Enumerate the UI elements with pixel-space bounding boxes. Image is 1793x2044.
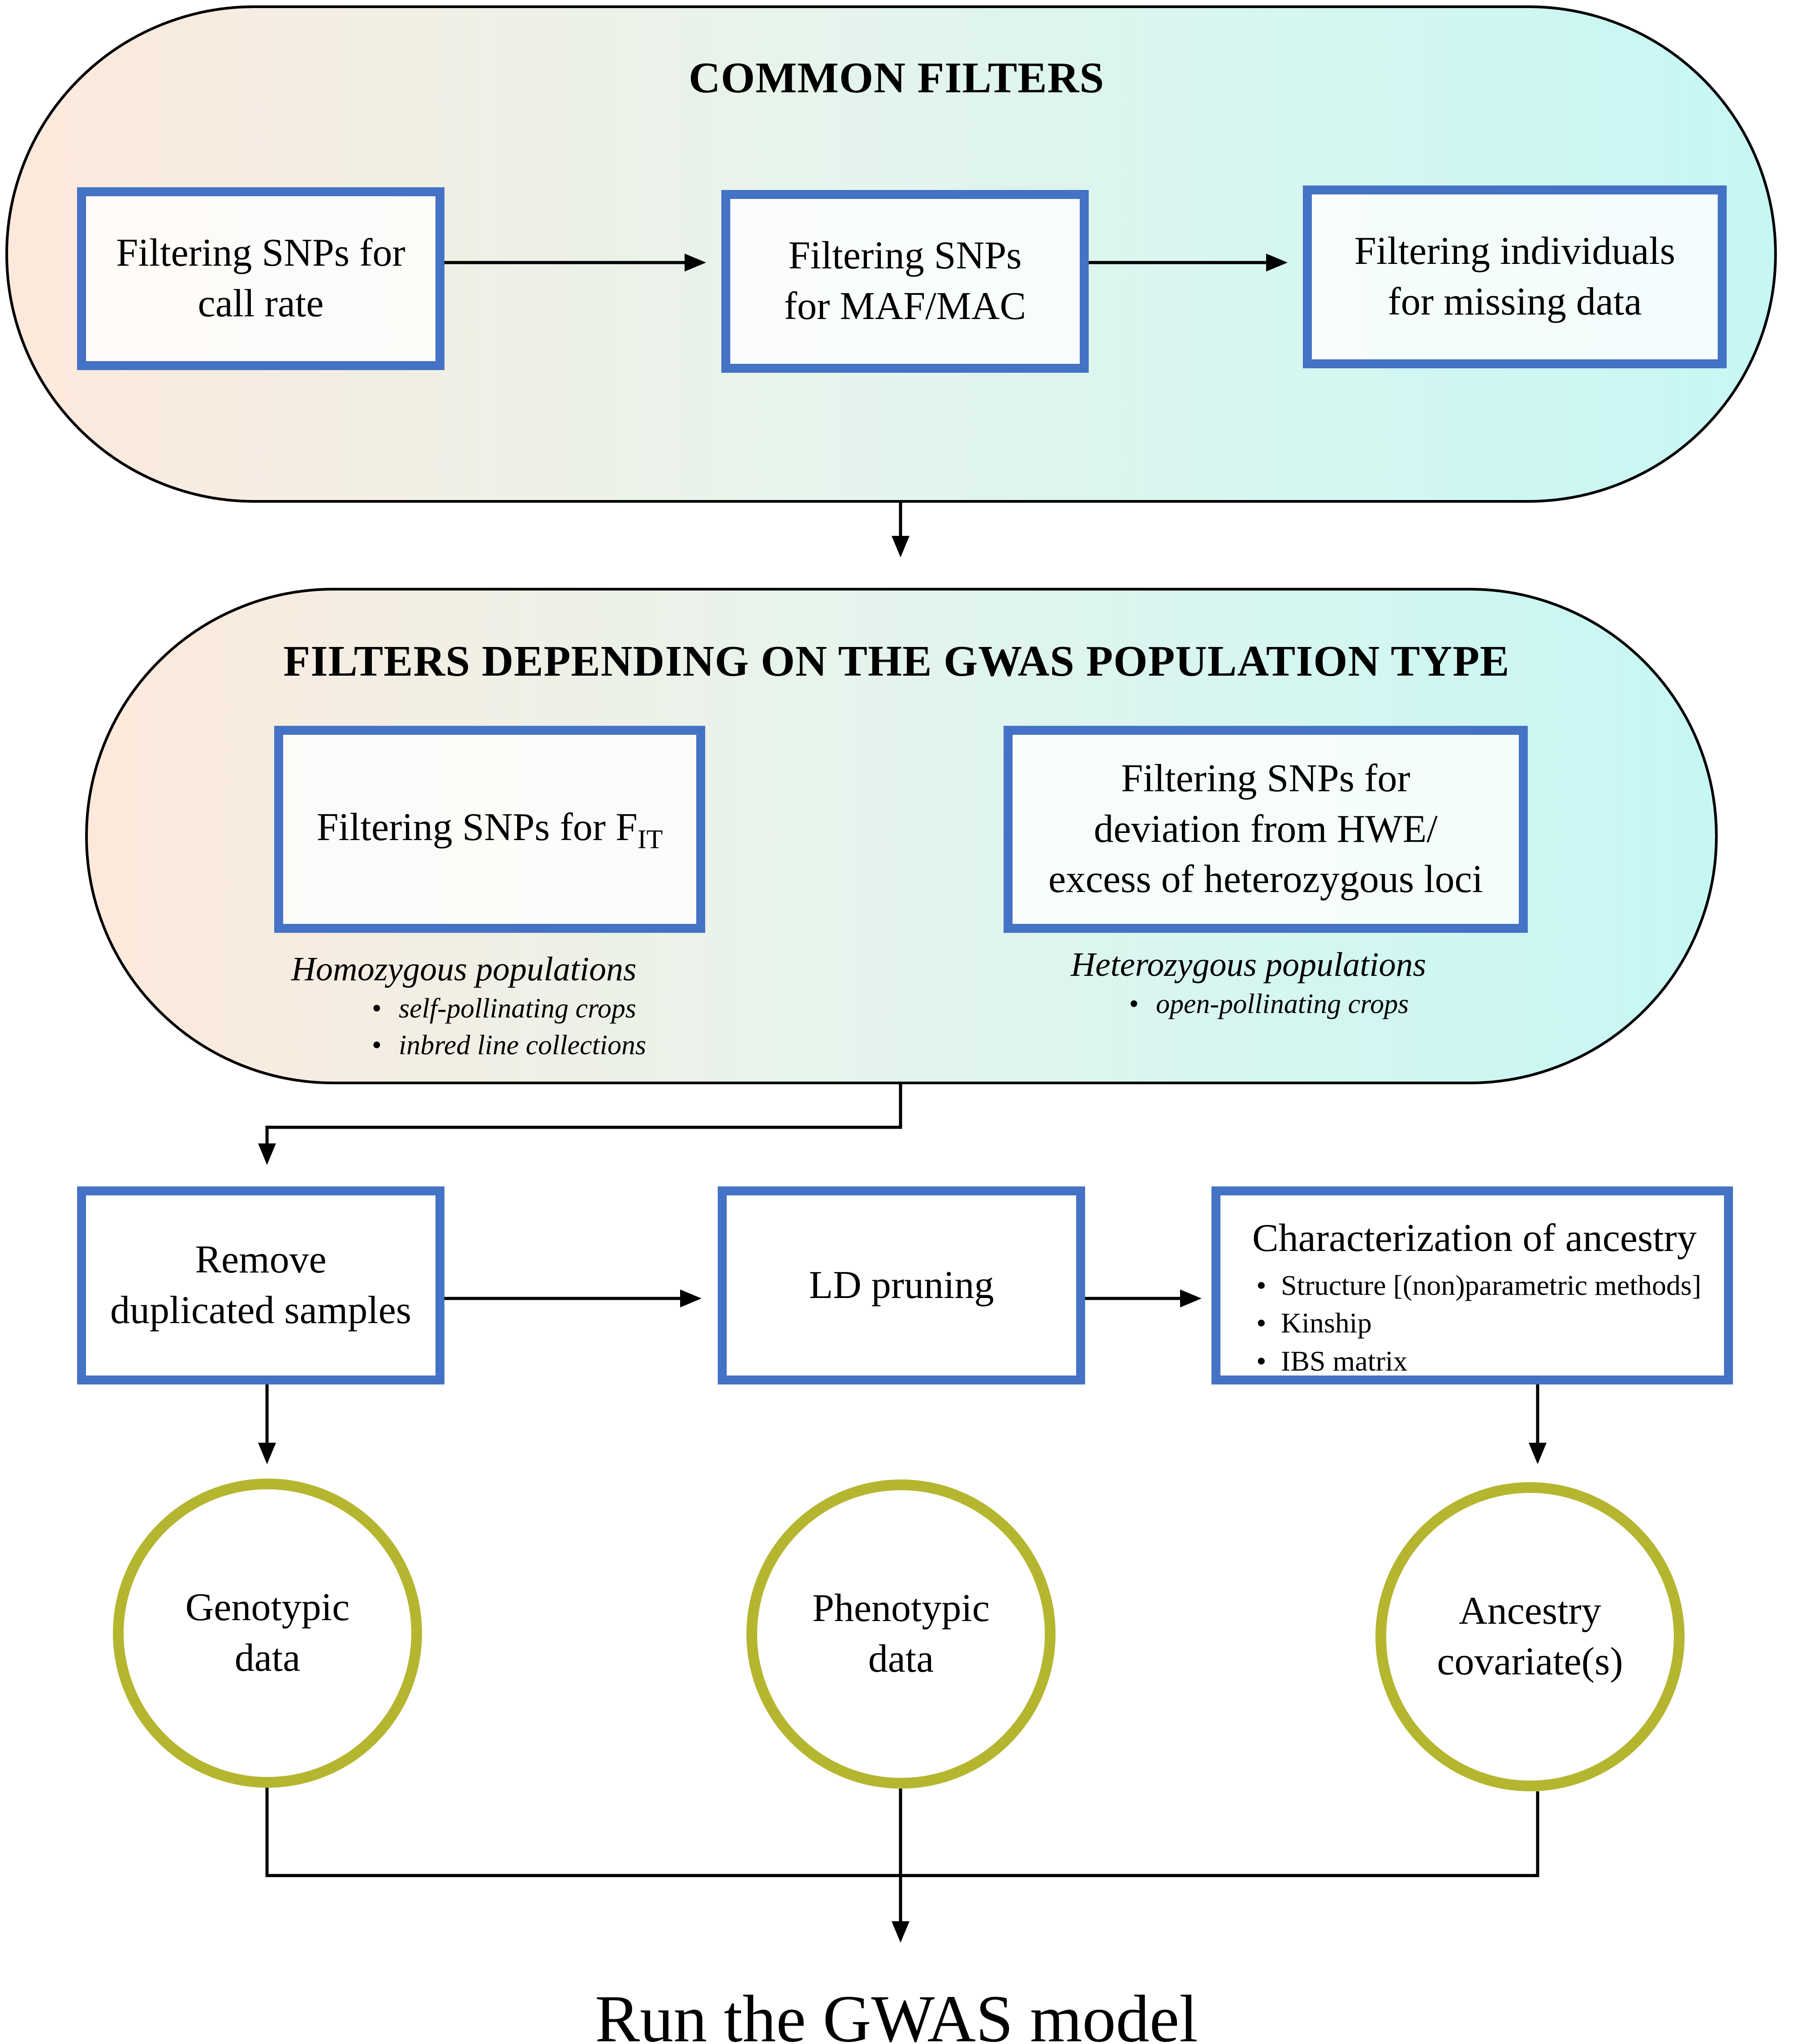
ancestry-method-item: IBS matrix	[1256, 1342, 1711, 1380]
arrowhead	[1266, 254, 1288, 272]
ancestry-heading: Characterization of ancestry	[1252, 1216, 1697, 1260]
call-rate-filter-box: Filtering SNPs for call rate	[77, 187, 444, 370]
fit-filter-box: Filtering SNPs for FIT	[274, 726, 705, 933]
call-rate-filter-label: Filtering SNPs for call rate	[116, 231, 405, 325]
population-type-filters-title: FILTERS DEPENDING ON THE GWAS POPULATION…	[283, 637, 1510, 686]
arrowhead	[1529, 1443, 1547, 1464]
genotypic-data-label: Genotypic data	[185, 1586, 350, 1680]
remove-duplicates-box: Remove duplicated samples	[77, 1186, 444, 1384]
maf-mac-filter-box: Filtering SNPs for MAF/MAC	[721, 190, 1089, 373]
arrowhead	[892, 1921, 909, 1943]
heterozygous-populations-caption: Heterozygous populations open-pollinatin…	[1071, 945, 1426, 1023]
run-gwas-model-label: Run the GWAS model	[595, 1982, 1198, 2044]
heterozygous-heading: Heterozygous populations	[1071, 946, 1427, 983]
arrowhead	[685, 254, 706, 272]
phenotypic-data-node: Phenotypic data	[746, 1479, 1056, 1789]
hwe-filter-box: Filtering SNPs for deviation from HWE/ e…	[1004, 726, 1528, 933]
remove-duplicates-label: Remove duplicated samples	[110, 1238, 412, 1332]
arrowhead	[1180, 1289, 1202, 1307]
missing-data-filter-label: Filtering individuals for missing data	[1354, 229, 1676, 323]
homozygous-item: inbred line collections	[372, 1027, 646, 1064]
heterozygous-item: open-pollinating crops	[1129, 986, 1426, 1023]
fit-filter-label: Filtering SNPs for FIT	[316, 805, 663, 854]
arrowhead	[258, 1443, 276, 1464]
common-filters-title: COMMON FILTERS	[689, 54, 1104, 102]
ld-pruning-box: LD pruning	[718, 1186, 1085, 1384]
arrowhead	[680, 1289, 702, 1307]
homozygous-heading: Homozygous populations	[291, 950, 637, 988]
arrowhead	[892, 536, 909, 557]
ld-pruning-label: LD pruning	[809, 1263, 994, 1307]
fit-subscript: IT	[637, 824, 663, 854]
homozygous-populations-caption: Homozygous populations self-pollinating …	[291, 950, 646, 1064]
arrowhead	[258, 1143, 276, 1165]
ancestry-characterization-box: Characterization of ancestry Structure […	[1211, 1186, 1733, 1384]
ancestry-method-item: Kinship	[1256, 1304, 1711, 1342]
homozygous-item: self-pollinating crops	[372, 991, 646, 1027]
ancestry-covariates-label: Ancestry covariate(s)	[1437, 1589, 1623, 1683]
arrow-poptype-to-duplicates	[265, 1084, 902, 1143]
hwe-filter-label: Filtering SNPs for deviation from HWE/ e…	[1048, 757, 1483, 901]
phenotypic-data-label: Phenotypic data	[812, 1587, 990, 1681]
maf-mac-filter-label: Filtering SNPs for MAF/MAC	[784, 234, 1026, 328]
ancestry-method-item: Structure [(non)parametric methods]	[1256, 1267, 1711, 1305]
missing-data-filter-box: Filtering individuals for missing data	[1303, 185, 1727, 368]
connector-genotypic-to-merge	[265, 1788, 1539, 1877]
